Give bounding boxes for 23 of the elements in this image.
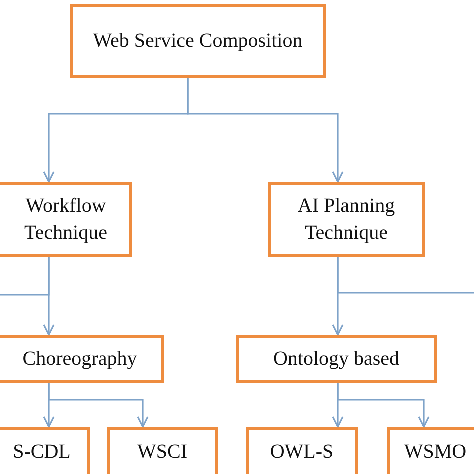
connector-arrow [187, 78, 344, 183]
process-box [246, 427, 358, 474]
box-label: WSCI [138, 440, 188, 464]
connector-arrow [43, 257, 55, 336]
process-box [387, 427, 474, 474]
process-box [0, 427, 90, 474]
box-label: WSMO [404, 440, 467, 464]
process-box [236, 335, 437, 383]
process-box [70, 4, 326, 78]
box-label: AI Planning Technique [296, 194, 396, 246]
box-label: OWL-S [270, 440, 334, 464]
box-label: S-CDL [13, 440, 71, 464]
process-box [0, 182, 132, 257]
box-label: Web Service Composition [93, 28, 303, 54]
connector-arrow [332, 257, 344, 336]
connector-arrow [337, 383, 430, 428]
box-label: Choreography [22, 346, 138, 372]
process-box [268, 182, 425, 257]
box-label: Workflow Technique [23, 194, 108, 246]
box-label: Ontology based [273, 346, 400, 372]
process-box [0, 335, 164, 383]
process-box [107, 427, 218, 474]
connector-arrow [48, 383, 149, 428]
